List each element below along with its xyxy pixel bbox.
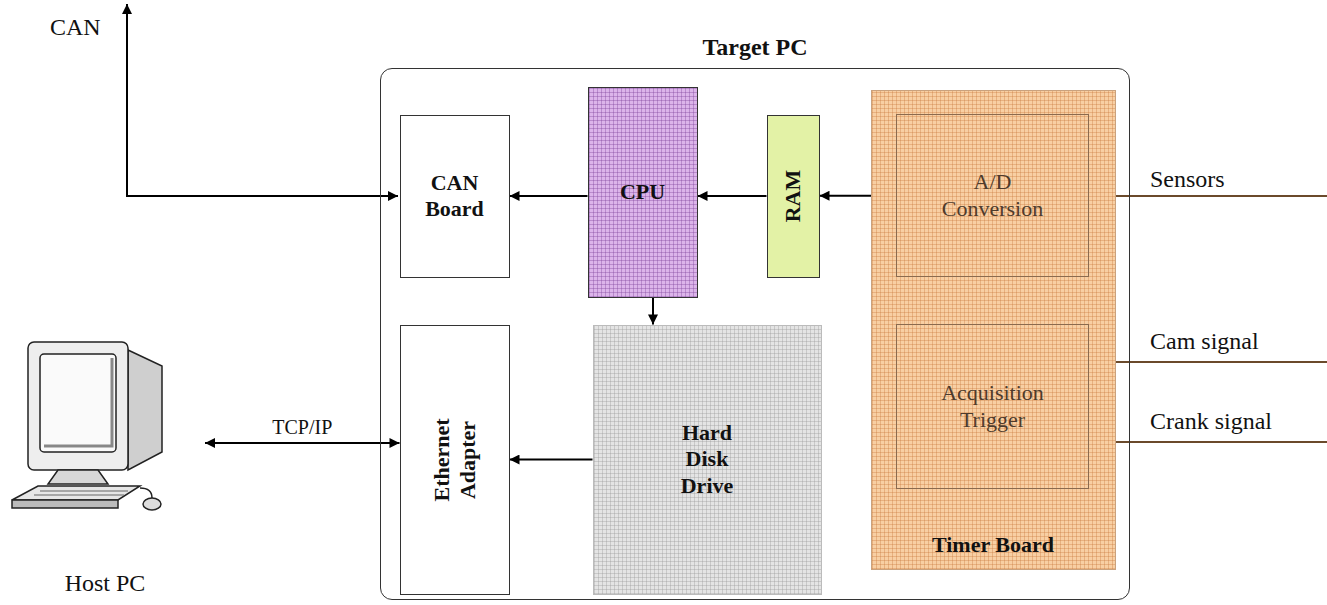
- node-text: A/D Conversion: [928, 169, 1058, 222]
- cpu-box: CPU: [588, 87, 698, 298]
- connector-arrow: [510, 459, 593, 461]
- connector-arrow: [205, 442, 400, 444]
- hard-disk-box: Hard Disk Drive: [593, 325, 822, 595]
- node-text: CPU: [620, 179, 665, 205]
- node-text: Acquisition Trigger: [928, 380, 1058, 433]
- ad-conversion-box: A/D Conversion: [896, 114, 1089, 277]
- signal-label: Crank signal: [1150, 408, 1272, 435]
- signal-label: Cam signal: [1150, 328, 1259, 355]
- crank-wire: [1091, 441, 1327, 443]
- signal-label: Sensors: [1150, 166, 1225, 193]
- host-computer-icon: [12, 342, 162, 510]
- node-text: Timer Board: [872, 532, 1115, 558]
- cam-wire: [1091, 361, 1327, 363]
- target-pc-housing: Target PCCAN BoardCPURAMTimer BoardA/D C…: [380, 68, 1130, 600]
- can-bus-wire: [127, 4, 398, 196]
- ethernet-adapter-box: Ethernet Adapter: [400, 325, 510, 595]
- connector-arrow: [698, 195, 767, 197]
- node-text: Target PC: [381, 33, 1129, 62]
- edge-label: TCP/IP: [269, 416, 335, 439]
- connector-arrow: [510, 195, 588, 197]
- host-pc: Host PC: [5, 335, 205, 600]
- node-text: Hard Disk Drive: [672, 420, 742, 499]
- node-text: CAN Board: [410, 170, 500, 223]
- connector-arrow: [652, 298, 654, 325]
- bus-label: CAN: [50, 14, 101, 41]
- node-text: Ethernet Adapter: [428, 410, 481, 510]
- node-text: Host PC: [5, 569, 205, 598]
- node-text: RAM: [780, 170, 806, 223]
- timer-board: Timer Board A/D ConversionAcquisition Tri…: [871, 90, 1116, 570]
- acquisition-trigger-box: Acquisition Trigger: [896, 324, 1089, 489]
- ram-box: RAM: [767, 115, 820, 278]
- can-board-box: CAN Board: [400, 115, 510, 278]
- sensor-wire: [1091, 195, 1327, 197]
